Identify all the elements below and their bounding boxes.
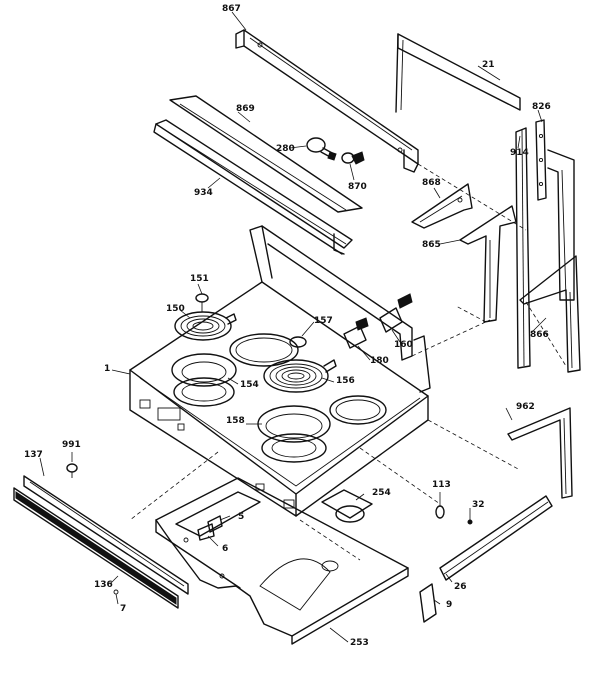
fastener-7-part [113, 589, 119, 595]
label-158: 158 [226, 416, 245, 426]
label-826: 826 [532, 102, 551, 112]
burner-157-part [263, 336, 337, 393]
label-254: 254 [372, 488, 391, 498]
label-934: 934 [194, 188, 213, 198]
leader-lines [39, 11, 547, 643]
side-bracket-part [535, 119, 547, 201]
label-962: 962 [516, 402, 535, 412]
label-280: 280 [276, 144, 295, 154]
pan-insert-part [321, 489, 373, 523]
label-137: 137 [24, 450, 43, 460]
lower-trim-part [439, 495, 553, 581]
front-rail-136-part [13, 487, 179, 609]
label-113: 113 [432, 480, 451, 490]
label-1: 1 [104, 364, 111, 374]
label-26: 26 [454, 582, 467, 592]
terminal-block-160-part [379, 293, 413, 333]
label-136: 136 [94, 580, 113, 590]
label-5: 5 [238, 512, 245, 522]
drip-pan-158-part [257, 405, 331, 463]
drip-pan-large-part [229, 333, 299, 367]
drip-pan-154-part [171, 353, 237, 407]
drip-pan-rear-part [329, 395, 387, 425]
switch-5-part [207, 515, 223, 533]
side-bracket-865-part [455, 205, 517, 323]
vertical-post-part [515, 127, 575, 369]
burner-150-part [174, 311, 237, 341]
terminal-block-180-part [343, 317, 369, 349]
burner-151-part [195, 293, 209, 312]
label-156: 156 [336, 376, 355, 386]
trim-channel-part [153, 119, 353, 255]
label-870: 870 [348, 182, 367, 192]
side-panel-part [519, 255, 581, 373]
front-rail-137-part [23, 475, 189, 595]
label-160: 160 [394, 340, 413, 350]
label-914: 914 [510, 148, 529, 158]
lamp-socket-part [341, 151, 365, 165]
label-866: 866 [530, 330, 549, 340]
clip-6-part [197, 523, 215, 541]
front-trim-part [169, 95, 363, 213]
label-991: 991 [62, 440, 81, 450]
label-6: 6 [222, 544, 229, 554]
back-panel-part [395, 33, 521, 113]
label-7: 7 [120, 604, 127, 614]
label-253: 253 [350, 638, 369, 648]
end-cap-part [419, 583, 437, 623]
upper-bracket-part [411, 183, 473, 229]
assembly-dashed-lines [129, 163, 527, 561]
label-154: 154 [240, 380, 259, 390]
fastener-991-part [66, 463, 78, 478]
label-180: 180 [370, 356, 389, 366]
label-867: 867 [222, 4, 241, 14]
fastener-32-part [467, 519, 473, 525]
bottom-pan-part [155, 477, 409, 645]
label-150: 150 [166, 304, 185, 314]
side-trim-part [507, 407, 573, 499]
label-865: 865 [422, 240, 441, 250]
label-32: 32 [472, 500, 485, 510]
label-9: 9 [446, 600, 453, 610]
label-157: 157 [314, 316, 333, 326]
lamp-part [306, 137, 337, 161]
fastener-113-part [435, 505, 445, 519]
label-21: 21 [482, 60, 495, 70]
label-869: 869 [236, 104, 255, 114]
label-151: 151 [190, 274, 209, 284]
label-868: 868 [422, 178, 441, 188]
